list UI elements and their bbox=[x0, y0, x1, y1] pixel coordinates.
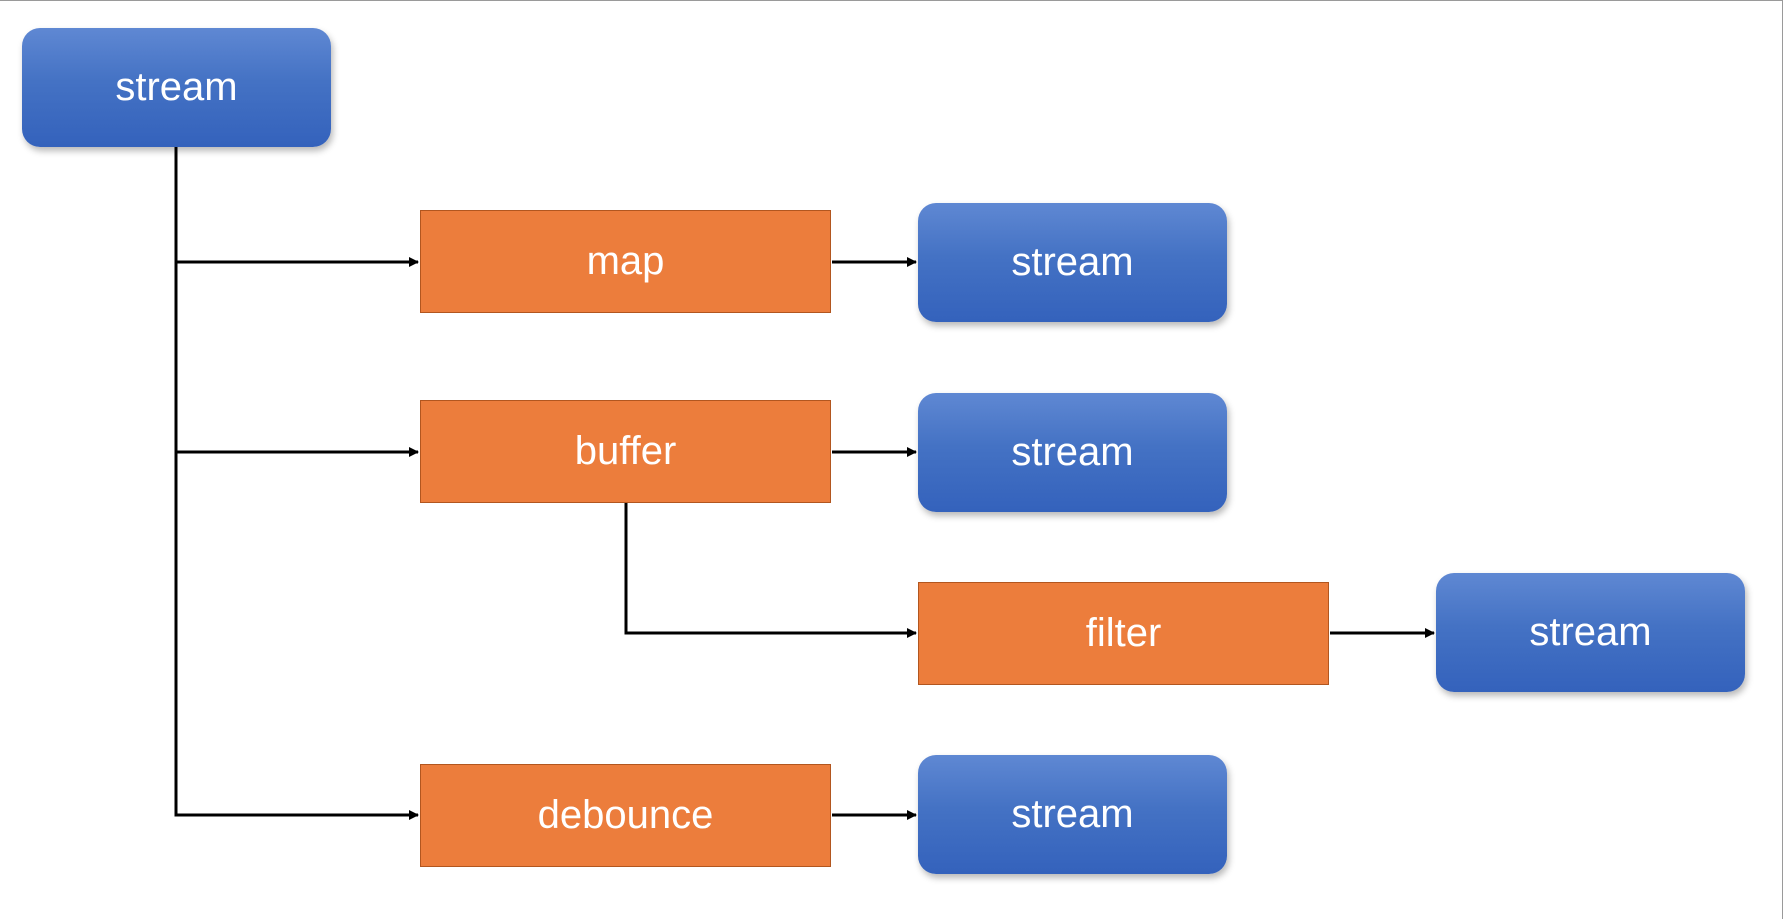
edge-root-to-buffer bbox=[174, 262, 419, 457]
map-operator-node: map bbox=[420, 210, 831, 313]
node-label: stream bbox=[1011, 792, 1134, 836]
node-label: stream bbox=[1529, 610, 1652, 654]
node-label: stream bbox=[1011, 430, 1134, 474]
map-output-stream-node: stream bbox=[918, 203, 1227, 322]
node-label: map bbox=[586, 239, 665, 283]
node-label: stream bbox=[115, 65, 238, 109]
debounce-output-stream-node: stream bbox=[918, 755, 1227, 874]
root-stream-node: stream bbox=[22, 28, 331, 147]
node-label: filter bbox=[1085, 611, 1162, 655]
node-label: debounce bbox=[537, 793, 714, 837]
debounce-operator-node: debounce bbox=[420, 764, 831, 867]
buffer-output-stream-node: stream bbox=[918, 393, 1227, 512]
filter-output-stream-node: stream bbox=[1436, 573, 1745, 692]
node-label: buffer bbox=[574, 429, 677, 473]
node-label: stream bbox=[1011, 240, 1134, 284]
edge-root-to-debounce bbox=[174, 452, 419, 820]
buffer-operator-node: buffer bbox=[420, 400, 831, 503]
edge-root-to-map bbox=[174, 147, 419, 267]
edge-buffer-to-filter bbox=[624, 503, 917, 638]
filter-operator-node: filter bbox=[918, 582, 1329, 685]
